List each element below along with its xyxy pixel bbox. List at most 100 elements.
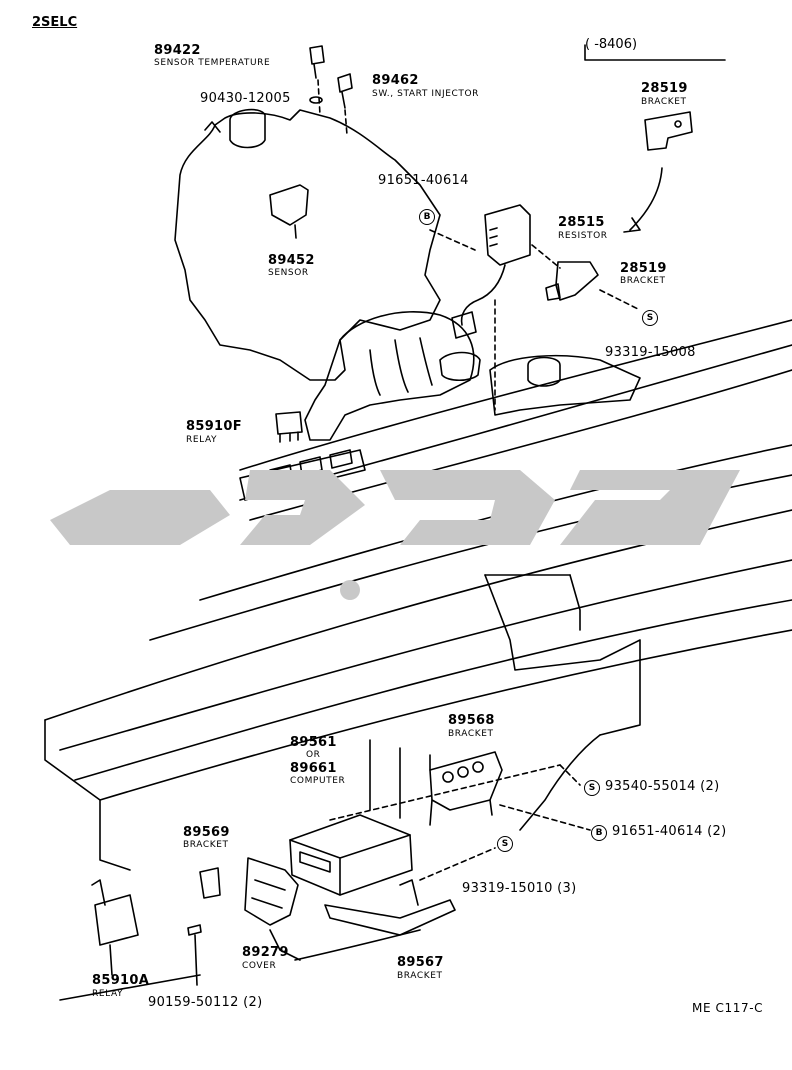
leader-91651-to-resistor bbox=[429, 229, 476, 251]
leader-resistor-to-bracket bbox=[531, 244, 561, 269]
part-or-89561: OR bbox=[306, 750, 321, 760]
callout-arrowhead bbox=[623, 217, 641, 233]
part-number-89568: 89568 bbox=[448, 713, 495, 728]
part-number-28519-lower: 28519 bbox=[620, 261, 667, 276]
tunnel-step bbox=[569, 574, 581, 631]
temp-sensor-89422 bbox=[309, 45, 325, 79]
watermark-stroke-2 bbox=[240, 470, 365, 545]
screw-90159 bbox=[187, 924, 202, 936]
computer-89561-connector bbox=[299, 851, 331, 873]
part-desc-85910f: RELAY bbox=[186, 435, 218, 445]
part-desc-89569: BRACKET bbox=[183, 840, 229, 850]
part-desc-85910a: RELAY bbox=[92, 989, 124, 999]
part-desc-89279: COVER bbox=[242, 961, 277, 971]
sensor-89452-stem bbox=[294, 224, 297, 239]
bracket-89568-hole-1 bbox=[442, 771, 454, 783]
part-qty-93540: (2) bbox=[700, 779, 720, 794]
screw-symbol-lower: S bbox=[497, 836, 513, 852]
intake-plenum bbox=[229, 108, 266, 149]
part-qty-90159: (2) bbox=[243, 995, 263, 1010]
part-number-28519-upper: 28519 bbox=[641, 81, 688, 96]
screw-90159-leader bbox=[194, 934, 198, 986]
floor-line-3 bbox=[269, 929, 301, 961]
part-number-93319-15010-value: 93319-15010 bbox=[462, 881, 553, 896]
gasket-90430 bbox=[309, 96, 323, 104]
part-desc-89567: BRACKET bbox=[397, 971, 443, 981]
switch-to-engine bbox=[344, 109, 348, 136]
part-qty-93319-15010: (3) bbox=[557, 881, 577, 896]
switch-89462 bbox=[337, 73, 353, 109]
header-range-line bbox=[584, 44, 726, 61]
resistor-wire-harness bbox=[460, 264, 506, 326]
part-number-89569: 89569 bbox=[183, 825, 230, 840]
part-number-89422: 89422 bbox=[154, 43, 201, 58]
figure-code: ME C117-C bbox=[692, 1001, 764, 1015]
part-number-89462: 89462 bbox=[372, 73, 419, 88]
part-number-85910a: 85910A bbox=[92, 973, 150, 988]
watermark-stroke-3 bbox=[380, 470, 555, 545]
part-number-89567: 89567 bbox=[397, 955, 444, 970]
cover-89279-detail bbox=[251, 879, 286, 909]
part-number-91651-lower-value: 91651-40614 bbox=[612, 824, 703, 839]
cowl-upper-line bbox=[239, 319, 792, 471]
model-code: 2SELC bbox=[32, 15, 78, 30]
part-number-91651-lower: 91651-40614 (2) bbox=[612, 825, 726, 838]
relay-85910a-body bbox=[94, 894, 139, 946]
resistor-28515-body bbox=[484, 204, 531, 266]
dash-panel-lower bbox=[74, 599, 792, 781]
part-desc-28519-upper: BRACKET bbox=[641, 97, 687, 107]
sensor-89452-body bbox=[269, 184, 309, 226]
bracket-89567 bbox=[324, 899, 456, 936]
part-number-85910f: 85910F bbox=[186, 419, 242, 434]
bracket-28519-upper bbox=[644, 111, 693, 151]
bolt-symbol-upper: B bbox=[419, 209, 435, 225]
date-range: ( -8406) bbox=[585, 37, 638, 52]
part-qty-91651-lower: (2) bbox=[707, 824, 727, 839]
bracket-89568-hole-2 bbox=[457, 766, 469, 778]
part-desc-28519-lower: BRACKET bbox=[620, 276, 666, 286]
support-rail bbox=[519, 734, 601, 831]
part-number-89452: 89452 bbox=[268, 253, 315, 268]
bracket-89568-hole-3 bbox=[472, 761, 484, 773]
bracket-28519-tab bbox=[545, 283, 561, 301]
bracket-28519-lower bbox=[555, 261, 599, 301]
part-number-93540-value: 93540-55014 bbox=[605, 779, 696, 794]
bracket-28519-hole bbox=[674, 120, 682, 128]
reservoir-tank bbox=[489, 354, 641, 416]
dash-panel-edge bbox=[59, 559, 792, 751]
screw-symbol-93540: S bbox=[584, 780, 600, 796]
part-number-90159: 90159-50112 (2) bbox=[148, 996, 262, 1009]
part-number-89661: 89661 bbox=[290, 761, 337, 776]
watermark-stroke-4 bbox=[560, 470, 740, 545]
screw-symbol-upper: S bbox=[642, 310, 658, 326]
part-number-93540: 93540-55014 (2) bbox=[605, 780, 719, 793]
part-desc-28515: RESISTOR bbox=[558, 231, 608, 241]
dash-panel-bottom bbox=[99, 629, 792, 801]
part-desc-89568: BRACKET bbox=[448, 729, 494, 739]
engine-block-outline bbox=[174, 109, 441, 381]
leader-91651-lower bbox=[499, 804, 591, 831]
dash-vertical bbox=[369, 739, 431, 819]
resistor-28515-fins bbox=[489, 227, 498, 247]
relay-85910a-stem bbox=[109, 944, 113, 976]
oil-filler-neck bbox=[439, 351, 481, 382]
transmission-ribs bbox=[369, 337, 433, 396]
part-number-89279: 89279 bbox=[242, 945, 289, 960]
part-number-89561: 89561 bbox=[290, 735, 337, 750]
floor-line bbox=[59, 974, 201, 1001]
leader-screw-to-bracket bbox=[599, 289, 641, 311]
part-desc-89462: SW., START INJECTOR bbox=[372, 89, 480, 99]
computer-89561-top bbox=[289, 834, 411, 896]
relay-85910f-pins bbox=[279, 431, 299, 443]
relay-85910f-body bbox=[275, 411, 303, 435]
watermark-stroke-1 bbox=[50, 490, 230, 545]
cover-89279 bbox=[244, 857, 299, 926]
part-number-93319-15008: 93319-15008 bbox=[605, 345, 696, 360]
part-desc-89422: SENSOR TEMPERATURE bbox=[154, 58, 271, 68]
watermark-logo bbox=[50, 470, 740, 600]
leader-93540 bbox=[559, 764, 581, 786]
callout-arrow bbox=[629, 167, 663, 231]
resistor-connector bbox=[451, 311, 477, 339]
